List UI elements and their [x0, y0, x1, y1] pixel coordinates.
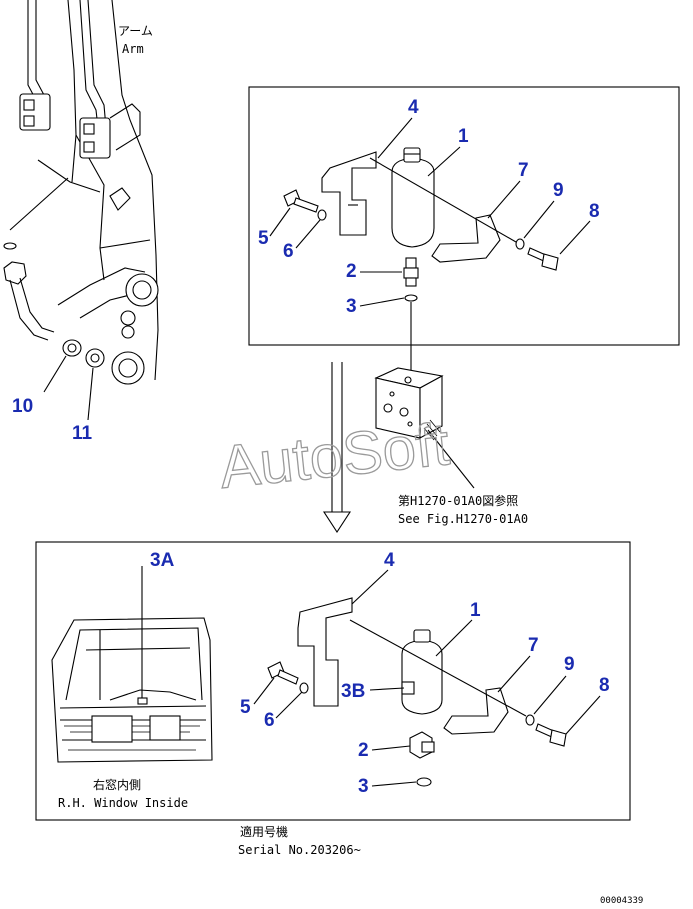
callout-bottom-1: 1 — [470, 600, 481, 621]
window-label-en: R.H. Window Inside — [58, 796, 188, 810]
window-label-jp: 右窓内側 — [93, 777, 141, 792]
callout-bottom-6: 6 — [264, 710, 275, 731]
callout-11: 11 — [72, 423, 93, 444]
callout-bottom-4: 4 — [384, 550, 395, 571]
see-figure-jp: 第H1270-01A0図参照 — [398, 493, 518, 508]
callout-10: 10 — [12, 396, 33, 417]
top-detail-box — [248, 86, 680, 346]
callout-bottom-8: 8 — [599, 675, 610, 696]
top-accumulator-assembly — [283, 147, 559, 345]
see-figure-en: See Fig.H1270-01A0 — [398, 512, 528, 526]
drawing-number: 00004339 — [600, 896, 643, 906]
arm-assembly — [3, 0, 159, 421]
serial-label-jp: 適用号機 — [240, 824, 288, 839]
callout-bottom-3: 3 — [358, 776, 369, 797]
arm-label-en: Arm — [122, 42, 144, 56]
arm-label-jp: アーム — [118, 24, 153, 38]
callout-top-2: 2 — [346, 261, 357, 282]
callout-top-9: 9 — [553, 180, 564, 201]
callout-bottom-9: 9 — [564, 654, 575, 675]
bottom-detail-box — [35, 541, 631, 821]
callout-bottom-3A: 3A — [150, 550, 175, 571]
cab-window-view — [51, 566, 213, 763]
callout-top-7: 7 — [518, 160, 529, 181]
transition-arrow — [322, 362, 352, 534]
callout-top-5: 5 — [258, 228, 269, 249]
callout-top-8: 8 — [589, 201, 600, 222]
serial-label-en: Serial No.203206~ — [238, 843, 361, 857]
callout-top-1: 1 — [458, 126, 469, 147]
callout-top-6: 6 — [283, 241, 294, 262]
watermark: AutoSoft — [216, 410, 452, 501]
callout-bottom-2: 2 — [358, 740, 369, 761]
valve-block — [374, 345, 475, 489]
callout-top-4: 4 — [408, 97, 419, 118]
bottom-accumulator-assembly — [267, 597, 567, 787]
callout-bottom-5: 5 — [240, 697, 251, 718]
callout-top-3: 3 — [346, 296, 357, 317]
callout-bottom-3B: 3B — [341, 681, 365, 702]
callout-bottom-7: 7 — [528, 635, 539, 656]
